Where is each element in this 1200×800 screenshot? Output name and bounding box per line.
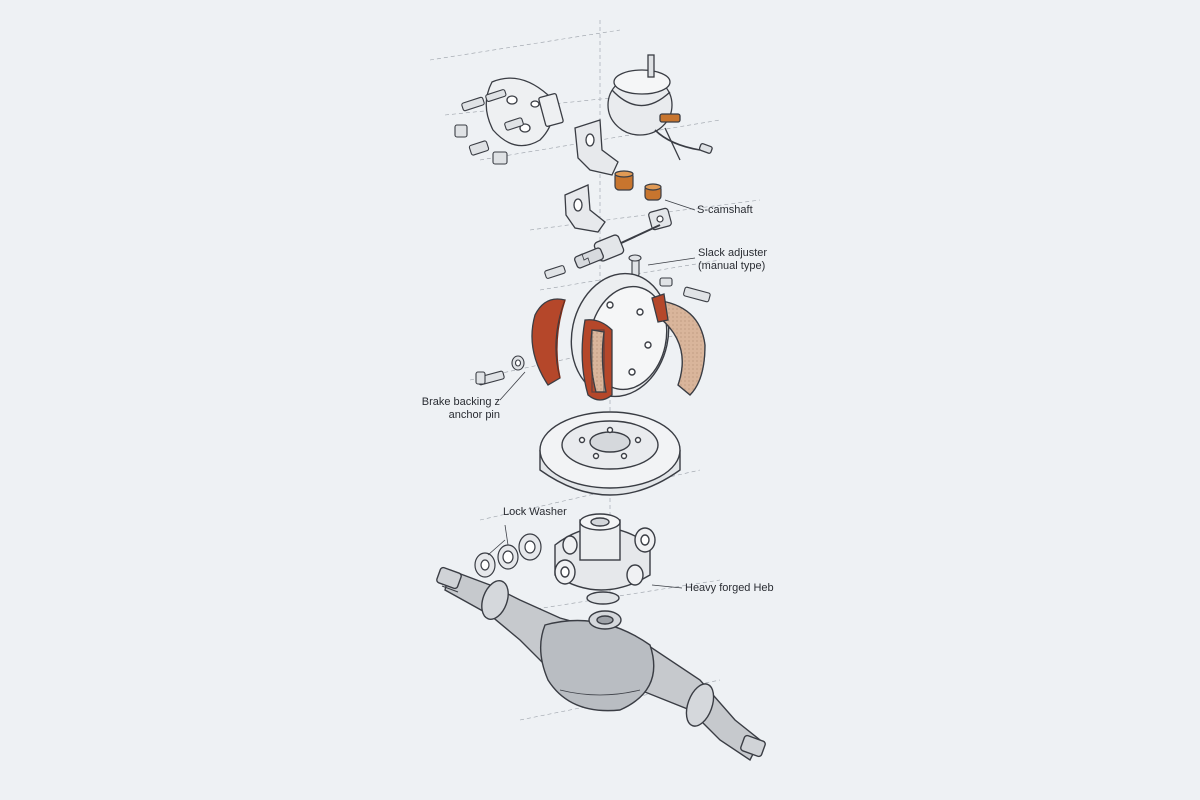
camshaft-bushings [614, 170, 662, 201]
label-brake-backing-line1: Brake backing z [421, 396, 500, 408]
label-heavy-forged-hub-text: Heavy forged Heb [685, 582, 774, 594]
label-lock-washer: Lock Washer [503, 506, 567, 519]
brake-drum [539, 411, 681, 496]
clevis-yoke [648, 207, 672, 231]
wheel-hub [554, 513, 656, 605]
label-heavy-forged-hub: Heavy forged Heb [685, 582, 774, 595]
lock-washer-stack [474, 533, 542, 578]
mounting-flange [485, 77, 564, 147]
brake-shoe-right [651, 293, 706, 396]
label-slack-adjuster-line2: (manual type) [698, 260, 766, 272]
label-s-camshaft: S-camshaft [697, 204, 753, 217]
axle-housing [436, 566, 766, 762]
label-slack-adjuster: Slack adjuster (manual type) [698, 247, 767, 273]
brake-chamber [607, 54, 713, 161]
slack-adjuster-bolts [544, 254, 711, 303]
label-brake-backing-line2: anchor pin [448, 409, 500, 421]
label-brake-backing: Brake backing z anchor pin [400, 396, 500, 422]
flange-studs [454, 89, 524, 165]
brake-shoe-left [531, 298, 566, 386]
camshaft-bracket-upper [574, 119, 619, 176]
leader-lines [487, 199, 696, 589]
s-camshaft [574, 224, 661, 269]
label-lock-washer-text: Lock Washer [503, 506, 567, 518]
brake-shoe-center [581, 319, 613, 401]
anchor-pin [475, 355, 525, 386]
camshaft-bracket-lower [564, 184, 606, 233]
label-s-camshaft-text: S-camshaft [697, 204, 753, 216]
label-slack-adjuster-line1: Slack adjuster [698, 247, 768, 259]
